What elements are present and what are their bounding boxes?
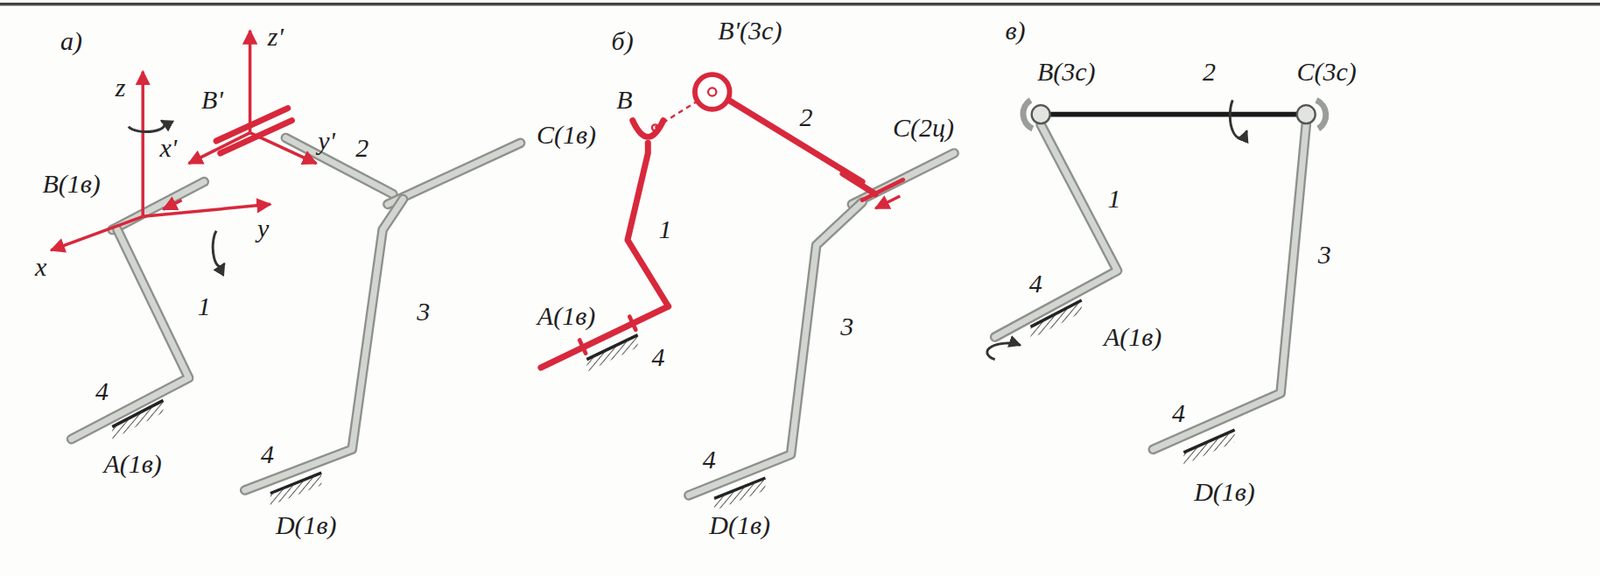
part-label: 4 xyxy=(260,441,274,468)
panel-c-links xyxy=(987,99,1327,464)
part-label: 3 xyxy=(840,313,854,340)
part-label: 4 xyxy=(651,343,665,371)
part-label: 2 xyxy=(799,104,813,131)
part-label: C(3с) xyxy=(1296,58,1356,85)
part-label: B(1в) xyxy=(42,170,100,197)
part-label: 1 xyxy=(1108,185,1122,212)
part-label: 3 xyxy=(1318,241,1332,268)
part-label: 4 xyxy=(1029,270,1043,297)
panel-a-links xyxy=(71,138,521,506)
part-label: x xyxy=(35,253,47,281)
part-label: 4 xyxy=(702,446,716,473)
top-rule xyxy=(0,2,1600,7)
part-label: A(1в) xyxy=(103,450,162,478)
part-label: D(1в) xyxy=(275,512,337,539)
part-label: 4 xyxy=(1171,400,1186,427)
part-label: б) xyxy=(611,28,634,55)
part-label: C(2ц) xyxy=(892,114,955,141)
part-label: 3 xyxy=(416,298,430,325)
part-label: z' xyxy=(267,23,284,50)
part-label: A(1в) xyxy=(537,302,596,330)
part-label: B'(3с) xyxy=(717,17,782,44)
part-label: D(1в) xyxy=(1193,478,1256,506)
part-label: y xyxy=(257,215,269,242)
part-label: C(1в) xyxy=(536,121,597,148)
part-label: y' xyxy=(317,127,336,155)
part-label: B xyxy=(616,86,632,113)
coordinate-axes xyxy=(50,30,316,267)
panel-b-links xyxy=(540,74,955,511)
part-label: 2 xyxy=(1202,58,1216,85)
part-label: 1 xyxy=(659,216,673,243)
part-label: 4 xyxy=(95,378,109,405)
part-label: в) xyxy=(1004,17,1025,44)
part-label: 1 xyxy=(197,293,211,320)
part-label: x' xyxy=(159,134,177,162)
part-label: A(1в) xyxy=(1103,323,1162,351)
part-label: 2 xyxy=(355,134,369,162)
part-label: B(3с) xyxy=(1037,58,1096,85)
part-label: z xyxy=(115,74,127,101)
part-label: D(1в) xyxy=(708,512,771,539)
part-label: а) xyxy=(60,28,83,55)
part-label: B' xyxy=(201,86,224,113)
